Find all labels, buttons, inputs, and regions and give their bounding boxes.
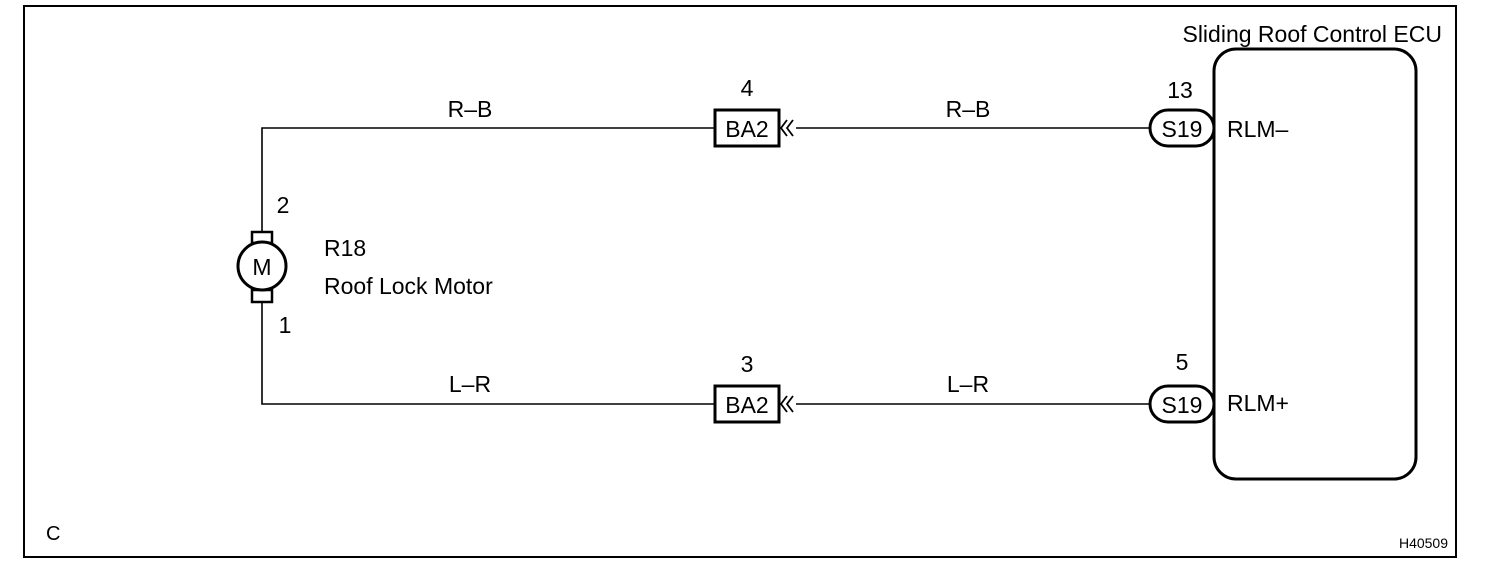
junction-connector-top: BA2 xyxy=(713,108,794,148)
ecu-title: Sliding Roof Control ECU xyxy=(1182,21,1442,47)
connector-arrow-icon xyxy=(779,119,794,137)
ecu-connector-bottom-label: S19 xyxy=(1162,392,1203,418)
ecu-terminal-rlm-minus: RLM– xyxy=(1227,116,1289,142)
connector-arrow-icon xyxy=(779,395,794,413)
motor-pin-bottom: 1 xyxy=(279,312,292,338)
motor-pin-top: 2 xyxy=(277,192,290,218)
motor-icon: M xyxy=(236,230,288,304)
wire-color-top-right: R–B xyxy=(946,96,991,122)
ecu-connector-top-pin: 13 xyxy=(1167,77,1193,103)
junction-bottom-label: BA2 xyxy=(725,392,768,418)
ecu-connector-bottom xyxy=(1148,384,1216,424)
ecu-box xyxy=(1212,47,1418,481)
junction-top-label: BA2 xyxy=(725,116,768,142)
motor-name: Roof Lock Motor xyxy=(324,273,493,299)
motor-code: R18 xyxy=(324,235,366,261)
ecu-connector-top xyxy=(1148,108,1216,148)
junction-top-pin: 4 xyxy=(741,75,754,101)
motor-symbol: M xyxy=(252,254,271,280)
wire-color-bottom-right: L–R xyxy=(947,371,989,397)
wire-color-top-left: R–B xyxy=(448,96,493,122)
wire-color-bottom-left: L–R xyxy=(449,371,491,397)
ecu-connector-top-label: S19 xyxy=(1162,116,1203,142)
ecu-terminal-rlm-plus: RLM+ xyxy=(1227,390,1289,416)
corner-label: C xyxy=(46,523,60,545)
ecu-connector-bottom-pin: 5 xyxy=(1176,349,1189,375)
figure-id: H40509 xyxy=(1399,535,1448,551)
junction-bottom-pin: 3 xyxy=(741,351,754,377)
wire-top xyxy=(261,127,715,232)
wire-bottom xyxy=(261,302,715,405)
junction-connector-bottom: BA2 xyxy=(713,384,794,424)
diagram-frame xyxy=(23,5,1457,558)
